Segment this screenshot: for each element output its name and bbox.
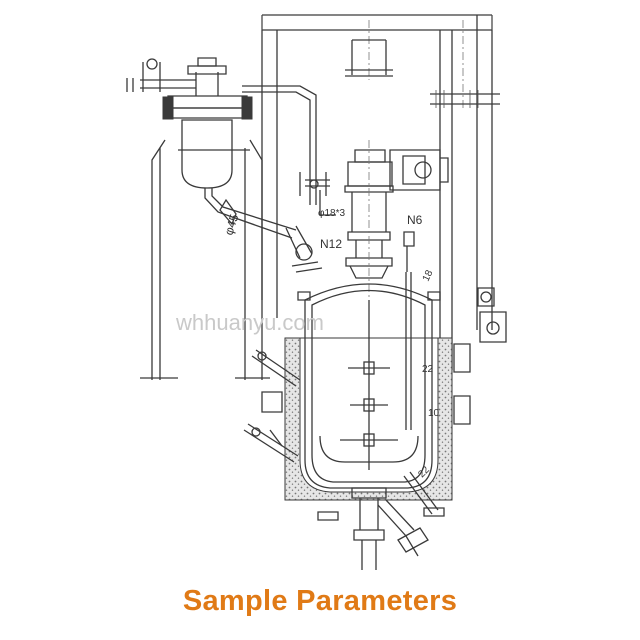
- dim-22a-label: 22: [422, 364, 434, 375]
- right-gear-unit: [477, 287, 507, 343]
- bottom-outlet-valve: [317, 471, 445, 570]
- caption-title: Sample Parameters: [182, 585, 458, 617]
- watermark: whhuanyu.com: [175, 310, 324, 335]
- small-pipe-label: φ18*3: [318, 208, 345, 219]
- support-frame: [261, 14, 500, 370]
- pipe-diameter-label: φ45: [222, 212, 242, 237]
- inclined-outlet-pipe: φ45 N12: [204, 188, 342, 273]
- dim-18-label: 18: [421, 268, 436, 283]
- reactor-vessel: N6 18 22 10 22: [261, 213, 471, 501]
- dim-22b-label: 22: [416, 464, 432, 480]
- vent-line: φ18*3: [242, 85, 345, 219]
- side-nozzles: [243, 349, 301, 463]
- nozzle-n12-label: N12: [320, 237, 342, 251]
- reactor-technical-drawing: φ45 N12 φ18*3: [126, 14, 507, 570]
- filter-vessel: [126, 57, 270, 380]
- dim-10-label: 10: [428, 408, 440, 419]
- nozzle-n6-label: N6: [407, 213, 423, 227]
